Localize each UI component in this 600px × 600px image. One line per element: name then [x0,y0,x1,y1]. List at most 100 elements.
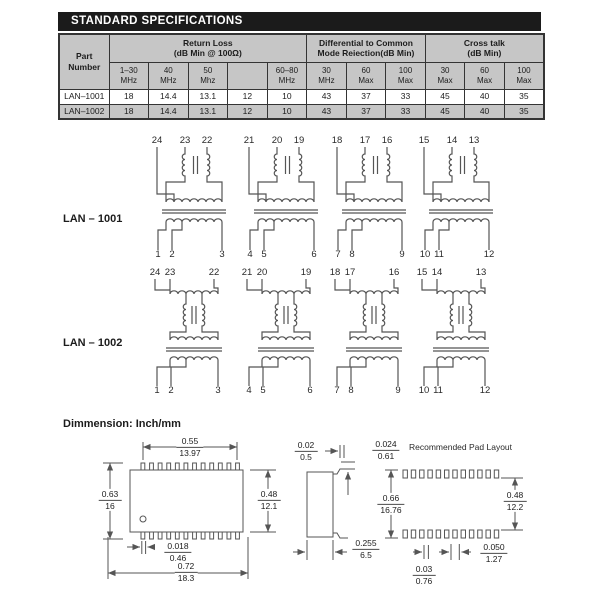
pin-label: 17 [345,267,356,278]
pin-label: 9 [399,249,404,260]
pin-label: 13 [469,135,480,146]
spec-cell: 37 [345,103,387,120]
pin-label: 23 [180,135,191,146]
pin-label: 17 [360,135,371,146]
pin-label: 5 [261,249,266,260]
col-group-return-loss: Return Loss (dB Min @ 100Ω) [108,33,308,63]
inch-value: 0.55 [176,436,204,448]
pin-label: 13 [476,267,487,278]
spec-cell: 12 [227,103,268,120]
lan1001-circuit-3: 18 17 16 7 8 9 [332,135,407,260]
pin-label: 6 [311,249,316,260]
mm-value: 12.2 [506,501,524,512]
col-subheader: 40 MHz [148,61,189,90]
mm-value: 0.76 [415,575,433,586]
section-title: STANDARD SPECIFICATIONS [71,15,243,27]
dim-right-height: 0.48 12.1 [257,488,281,512]
dimensions-title: Dimmension: Inch/mm [63,418,181,430]
pin-label: 23 [165,267,176,278]
lan1002-circuit-1: 24 23 22 1 2 3 [150,267,223,396]
col-group-differential-common-mode: Differential to Common Mode Reiection(dB… [306,33,426,63]
pin-label: 12 [480,385,491,396]
spec-cell: 13.1 [187,103,229,120]
spec-cell: 33 [385,103,426,120]
pin-label: 2 [168,385,173,396]
inch-value: 0.050 [480,542,508,554]
spec-cell: 40 [464,88,505,105]
table-row-lan1002: LAN–1002 18 14.4 13.1 12 10 43 37 33 45 … [58,103,545,120]
pin-label: 1 [155,249,160,260]
pin-label: 18 [332,135,343,146]
package-side-view-drawing [293,445,355,560]
inch-value: 0.48 [503,490,527,502]
pin-label: 11 [434,249,444,260]
col-subheader: 1–30 MHz [108,61,150,90]
spec-cell: 18 [108,103,150,120]
pin-label: 3 [215,385,220,396]
lan1002-circuit-4: 15 14 13 10 11 12 [417,267,491,396]
pin-label: 2 [169,249,174,260]
dim-pin-width: 0.018 0.46 [164,540,192,564]
pin-label: 24 [150,267,161,278]
lan1001-circuit-4: 15 14 13 10 11 12 [419,135,495,260]
pin-label: 3 [219,249,224,260]
table-row-lan1001: LAN–1001 18 14.4 13.1 12 10 43 37 33 45 … [58,88,545,105]
mm-value: 16 [105,500,115,511]
lan1001-circuit-2: 21 20 19 4 5 6 [244,135,319,260]
pin-label: 21 [244,135,255,146]
dim-pad-pitch: 0.050 1.27 [480,541,508,565]
pin-label: 10 [420,249,431,260]
col-group-cross-talk: Cross talk (dB Min) [424,33,545,63]
dim-left-height: 0.63 16 [98,488,122,512]
mm-value: 0.5 [300,451,312,462]
specifications-table: Part Number Return Loss (dB Min @ 100Ω) … [58,33,545,120]
col-subheader: 50 Mhz [187,61,229,90]
col-subheader: 60 Max [345,61,387,90]
mm-value: 6.5 [360,549,372,560]
pin-label: 15 [417,267,428,278]
spec-cell: 13.1 [187,88,229,105]
pin-label: 14 [432,267,443,278]
dim-lead-width: 0.024 0.61 [372,438,400,462]
spec-cell: 35 [503,88,545,105]
spec-cell: 45 [424,88,466,105]
pin-label: 22 [209,267,220,278]
pin-label: 9 [395,385,400,396]
mm-value: 0.46 [169,552,187,563]
table-group-header-row: Part Number Return Loss (dB Min @ 100Ω) … [58,33,545,90]
mm-value: 12.1 [260,500,278,511]
pin-label: 4 [247,249,252,260]
pin-label: 10 [419,385,430,396]
pin-label: 8 [348,385,353,396]
pin-label: 14 [447,135,458,146]
lan1001-circuit-1: 24 23 22 1 2 3 [152,135,227,260]
dim-pad-width: 0.03 0.76 [412,563,436,587]
col-subheader: 100 Max [503,61,545,90]
lan1002-circuit-2: 21 20 19 4 5 6 [242,267,315,396]
spec-cell: 43 [306,88,347,105]
pad-layout-title: Recommended Pad Layout [409,442,513,452]
inch-value: 0.72 [174,561,198,573]
dim-pad-inner: 0.48 12.2 [503,489,527,513]
spec-cell: 18 [108,88,150,105]
inch-value: 0.255 [352,538,380,550]
spec-cell: 43 [306,103,347,120]
pin-label: 18 [330,267,341,278]
dim-pad-outer: 0.66 16.76 [377,492,405,516]
lan1002-circuit-3: 18 17 16 7 8 9 [330,267,403,396]
pin-label: 20 [272,135,283,146]
col-subheader [227,61,268,90]
spec-cell: 12 [227,88,268,105]
part-number-cell: LAN–1001 [58,88,110,105]
lan1001-label: LAN – 1001 [63,213,123,225]
inch-value: 0.024 [372,439,400,451]
dim-total-width: 0.72 18.3 [174,560,198,584]
mm-value: 13.97 [179,447,201,458]
spec-cell: 14.4 [148,103,189,120]
col-header-part-number: Part Number [58,33,110,90]
pin-label: 16 [389,267,400,278]
part-number-cell: LAN–1002 [58,103,110,120]
spec-cell: 10 [266,88,308,105]
pin-label: 11 [433,385,443,396]
